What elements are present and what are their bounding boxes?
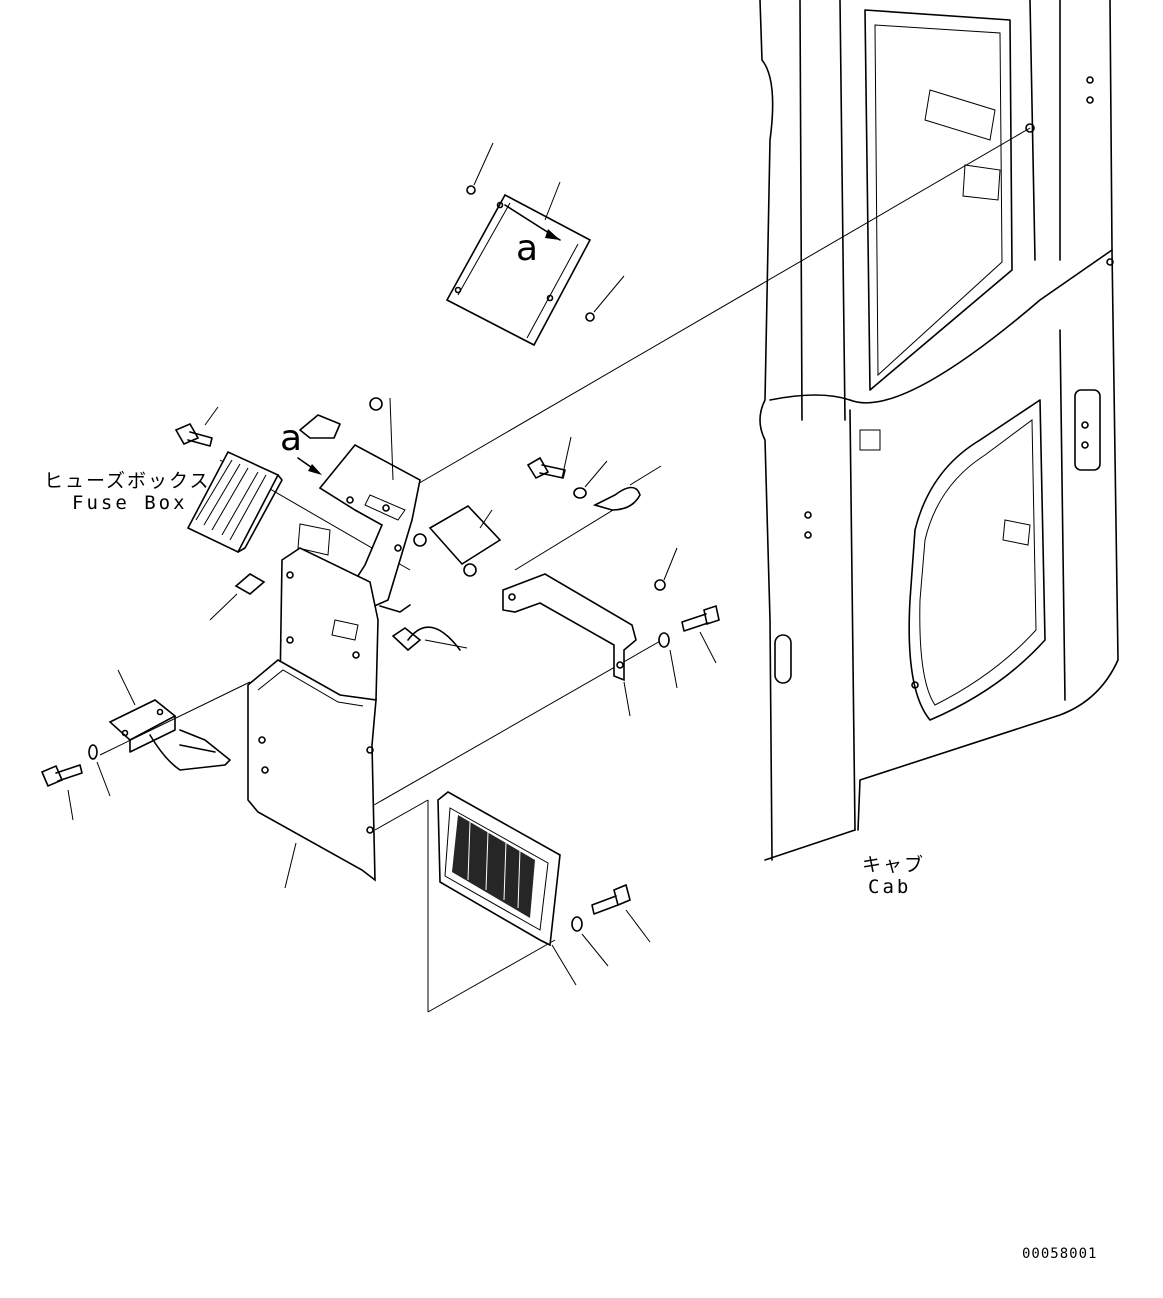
fuse-box-label-jp: ヒューズボックス (44, 470, 211, 492)
drawing-number: 00058001 (1022, 1246, 1098, 1262)
fuse-box-label-en: Fuse Box (72, 492, 188, 514)
reference-a-bracket: a (280, 418, 303, 459)
fuse-box (174, 406, 283, 554)
cab-label-en: Cab (868, 876, 912, 898)
connector-parts (379, 436, 662, 652)
handle-assembly (40, 669, 231, 821)
assembly-lines (99, 127, 1031, 1013)
cab-label-jp: キャブ (862, 854, 926, 876)
grille-unit (437, 791, 651, 986)
side-bracket (502, 547, 720, 717)
cab-outline (759, 0, 1119, 861)
large-cover (247, 659, 377, 889)
reference-a-cover: a (516, 228, 539, 269)
cover-plate (445, 142, 625, 347)
